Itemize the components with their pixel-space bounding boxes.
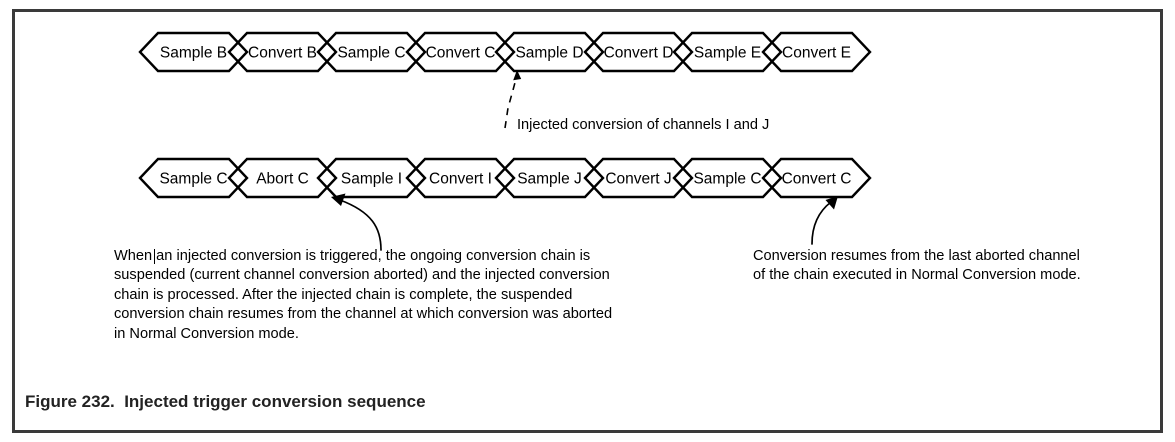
chevron-label: Sample C [693, 171, 761, 188]
chevron-label: Convert C [782, 171, 852, 188]
chevron-cell: Convert J [583, 157, 694, 199]
chevron-row-normal-chain: Sample B Convert B Sample C Convert C Sample… [138, 31, 872, 73]
dashed-leader-to-convert-c-icon [504, 70, 522, 129]
chevron-label: Sample B [160, 45, 227, 62]
annotation-injected-conversion: Injected conversion of channels I and J [517, 117, 770, 133]
chevron-cell: Convert C [761, 157, 872, 199]
chevron-label: Convert I [429, 171, 492, 188]
text-caret-artifact [154, 249, 155, 264]
chevron-cell: Sample I [316, 157, 427, 199]
chevron-cell: Convert B [227, 31, 338, 73]
chevron-cell: Sample D [494, 31, 605, 73]
chevron-label: Sample C [337, 45, 405, 62]
chevron-outline [672, 157, 783, 199]
chevron-outline [583, 31, 694, 73]
chevron-cell: Sample B [138, 31, 249, 73]
chevron-outline [761, 31, 872, 73]
chevron-outline [405, 157, 516, 199]
curved-arrow-to-sample-c-icon [811, 196, 838, 245]
chevron-label: Convert B [248, 45, 317, 62]
chevron-cell: Convert C [405, 31, 516, 73]
chevron-cell: Convert I [405, 157, 516, 199]
chevron-outline [227, 31, 338, 73]
chevron-outline [494, 31, 605, 73]
chevron-outline [138, 31, 249, 73]
chevron-outline [761, 157, 872, 199]
chevron-cell: Sample C [138, 157, 249, 199]
chevron-label: Abort C [256, 171, 309, 188]
chevron-label: Sample I [341, 171, 402, 188]
chevron-label: Convert D [604, 45, 674, 62]
chevron-label: Convert E [782, 45, 851, 62]
chevron-label: Sample E [694, 45, 761, 62]
chevron-cell: Convert E [761, 31, 872, 73]
chevron-label: Convert C [426, 45, 496, 62]
figure-border [12, 9, 1163, 433]
chevron-outline [227, 157, 338, 199]
chevron-outline [316, 31, 427, 73]
chevron-label: Convert J [605, 171, 671, 188]
chevron-cell: Sample J [494, 157, 605, 199]
chevron-label: Sample J [517, 171, 582, 188]
chevron-outline [138, 157, 249, 199]
chevron-outline [494, 157, 605, 199]
chevron-cell: Sample E [672, 31, 783, 73]
figure-caption: Figure 232. Injected trigger conversion … [25, 392, 426, 411]
curved-arrow-to-abort-c-icon [331, 193, 382, 251]
chevron-outline [672, 31, 783, 73]
annotation-right-description: Conversion resumes from the last aborted… [753, 248, 1084, 284]
annotation-left-description: When an injected conversion is triggered… [114, 248, 617, 342]
chevron-label: Sample D [515, 45, 583, 62]
chevron-cell: Sample C [672, 157, 783, 199]
chevron-cell: Abort C [227, 157, 338, 199]
chevron-label: Sample C [159, 171, 227, 188]
chevron-row-injected-chain: Sample C Abort C Sample I Convert I Sample J… [138, 157, 872, 199]
chevron-cell: Convert D [583, 31, 694, 73]
chevron-cell: Sample C [316, 31, 427, 73]
chevron-outline [583, 157, 694, 199]
chevron-outline [405, 31, 516, 73]
